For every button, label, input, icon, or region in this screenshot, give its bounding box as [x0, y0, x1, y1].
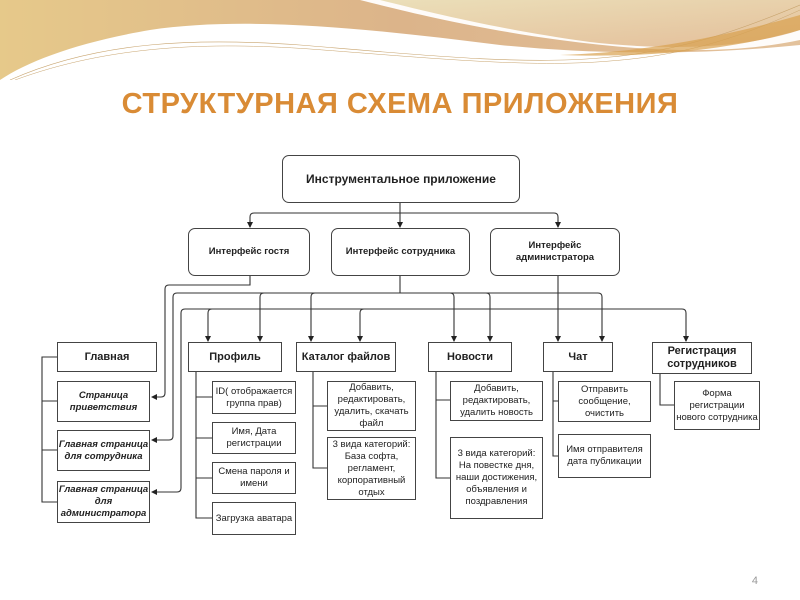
page-number: 4 [751, 575, 758, 587]
chat-section-box: Чат [543, 342, 613, 372]
chat-item-send: Отправить сообщение, очистить [558, 381, 651, 422]
registration-section-box: Регистрация сотрудников [652, 342, 752, 374]
main-item-welcome: Страница приветствия [57, 381, 150, 422]
news-item-categories: 3 вида категорий: На повестке дня, наши … [450, 437, 543, 519]
main-item-admin: Главная страница для администратора [57, 481, 150, 523]
slide-title: СТРУКТУРНАЯ СХЕМА ПРИЛОЖЕНИЯ [121, 88, 679, 120]
chat-item-sender: Имя отправителя дата публикации [558, 434, 651, 478]
registration-item-form: Форма регистрации нового сотрудника [674, 381, 760, 430]
main-section-box: Главная [57, 342, 157, 372]
profile-section-box: Профиль [188, 342, 282, 372]
catalog-section-box: Каталог файлов [296, 342, 396, 372]
employee-interface-box: Интерфейс сотрудника [331, 228, 470, 276]
guest-interface-box: Интерфейс гостя [188, 228, 310, 276]
profile-item-password: Смена пароля и имени [212, 462, 296, 494]
profile-item-avatar: Загрузка аватара [212, 502, 296, 535]
catalog-item-categories: 3 вида категорий: База софта, регламент,… [327, 437, 416, 500]
profile-item-name: Имя, Дата регистрации [212, 422, 296, 454]
main-item-employee: Главная страница для сотрудника [57, 430, 150, 471]
profile-item-id: ID( отображается группа прав) [212, 381, 296, 414]
root-app-box: Инструментальное приложение [282, 155, 520, 203]
admin-interface-box: Интерфейс администратора [490, 228, 620, 276]
news-item-actions: Добавить, редактировать, удалить новость [450, 381, 543, 421]
news-section-box: Новости [428, 342, 512, 372]
decorative-banner [0, 0, 800, 80]
catalog-item-actions: Добавить, редактировать, удалить, скачат… [327, 381, 416, 431]
